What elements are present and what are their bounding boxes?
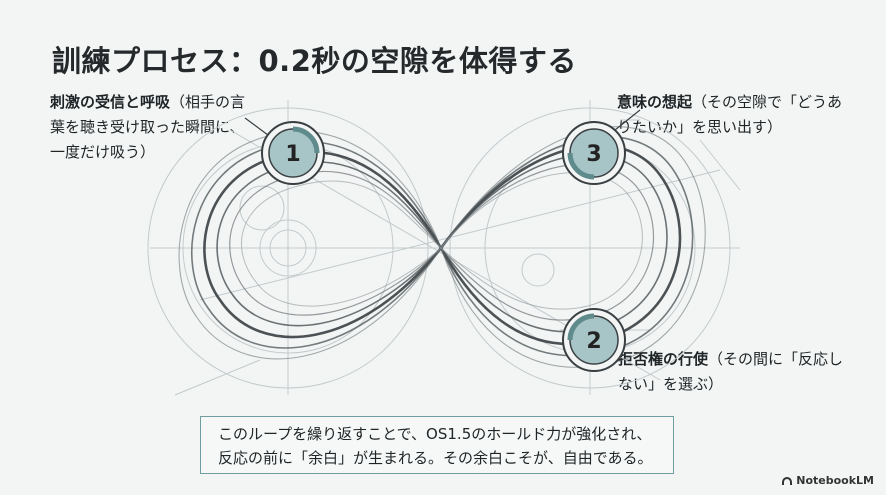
connector-3 — [614, 109, 641, 131]
step-2-node: 2 — [562, 308, 626, 372]
step-1-heading: 刺激の受信と呼吸 — [50, 93, 171, 111]
notebooklm-logo-icon — [782, 476, 793, 485]
brand-name: NotebookLM — [796, 474, 874, 487]
summary-line-2: 反応の前に「余白」が生まれる。その余白こそが、自由である。 — [218, 449, 653, 467]
step-1-node: 1 — [261, 121, 325, 185]
step-2-heading: 拒否権の行使 — [618, 350, 709, 368]
summary-box — [200, 416, 674, 474]
step-2-note: 拒否権の行使（その間に「反応しない」を選ぶ） — [618, 347, 858, 397]
step-1-number: 1 — [285, 142, 300, 167]
infinity-strands — [178, 126, 706, 368]
step-3-note: 意味の想起（その空隙で「どうありたいか」を思い出す） — [617, 90, 847, 140]
summary-line-1: このループを繰り返すことで、OS1.5のホールド力が強化され、 — [218, 425, 652, 443]
summary-text: このループを繰り返すことで、OS1.5のホールド力が強化され、 反応の前に「余白… — [218, 422, 653, 470]
step-1-note: 刺激の受信と呼吸（相手の言葉を聴き受け取った瞬間に、一度だけ吸う） — [50, 90, 250, 165]
step-1-detail: （相手の言葉を聴き受け取った瞬間に、一度だけ吸う） — [50, 93, 246, 161]
step-2-number: 2 — [586, 329, 601, 354]
step-2-detail: （その間に「反応しない」を選ぶ） — [618, 350, 844, 393]
step-3-node: 3 — [562, 121, 626, 185]
step-3-detail: （その空隙で「どうありたいか」を思い出す） — [617, 93, 843, 136]
step-3-heading: 意味の想起 — [617, 93, 693, 111]
brand-watermark: NotebookLM — [782, 474, 874, 487]
step-3-number: 3 — [586, 142, 601, 167]
page-title: 訓練プロセス：0.2秒の空隙を体得する — [52, 44, 577, 78]
